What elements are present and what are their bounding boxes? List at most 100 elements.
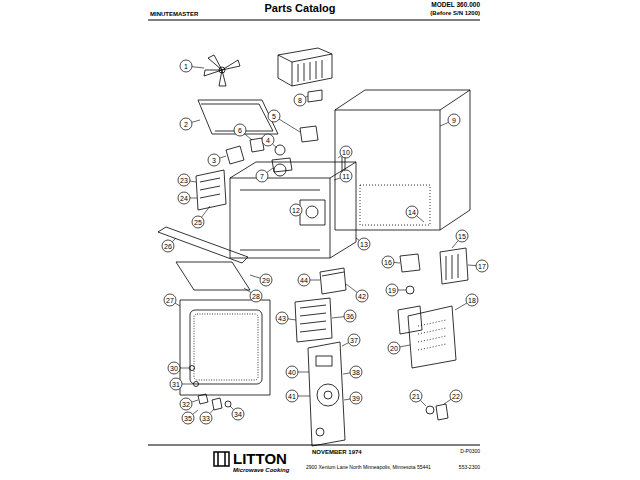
callout-number: 24	[180, 195, 188, 202]
side-panel	[196, 170, 226, 210]
callout-number: 3	[212, 157, 216, 164]
leader-line	[279, 119, 300, 132]
leader-line	[394, 262, 400, 264]
callout-number: 5	[272, 113, 276, 120]
callout-circle	[456, 230, 468, 242]
callout-circle	[256, 170, 268, 182]
callout-circle	[406, 206, 418, 218]
leader-line	[332, 317, 344, 318]
callout-circle	[200, 412, 212, 424]
callout-number: 39	[352, 395, 360, 402]
company-address: 2900 Xenium Lane North Minneapolis, Minn…	[306, 465, 431, 470]
callout-number: 13	[360, 241, 368, 248]
leader-line	[310, 280, 320, 281]
leader-line	[192, 400, 198, 402]
callout-circle	[358, 238, 370, 250]
transformer	[278, 48, 332, 86]
callout-circle	[386, 284, 398, 296]
callout-number: 32	[182, 401, 190, 408]
callout-circle	[168, 362, 180, 374]
callout-circle	[476, 260, 488, 272]
control-panel	[308, 342, 345, 446]
callout-circle	[170, 378, 182, 390]
leader-line	[190, 198, 197, 199]
leader-line	[398, 290, 406, 291]
callout-circle	[262, 134, 274, 146]
callout-circle	[162, 240, 174, 252]
leader-line	[182, 384, 193, 385]
callout-circle	[208, 154, 220, 166]
callout-number: 31	[172, 381, 180, 388]
leader-line	[400, 345, 410, 347]
callout-circle	[448, 114, 460, 126]
callout-number: 42	[358, 293, 366, 300]
leader-line	[342, 343, 349, 346]
model-number: MODEL 360.000	[431, 2, 480, 9]
leader-line	[272, 144, 277, 148]
leader-line	[202, 206, 210, 217]
callout-circle	[178, 192, 190, 204]
callout-number: 43	[278, 315, 286, 322]
leader-line	[338, 156, 341, 158]
callout-circle	[340, 146, 352, 158]
callout-circle	[410, 390, 422, 402]
callout-number: 37	[350, 337, 358, 344]
callout-circle	[180, 398, 192, 410]
litton-logo-mark	[214, 452, 229, 466]
magnetron	[295, 298, 332, 342]
callout-circle	[356, 290, 368, 302]
callout-circle	[298, 274, 310, 286]
callout-number: 34	[234, 411, 242, 418]
leader-line	[344, 399, 350, 400]
callout-number: 18	[468, 297, 476, 304]
leader-line	[455, 303, 467, 310]
callout-number: 2	[184, 121, 188, 128]
door-bar	[158, 227, 248, 263]
switch-parts	[398, 254, 422, 334]
leader-line	[356, 238, 359, 240]
callout-number: 44	[300, 277, 308, 284]
callout-number: 12	[292, 207, 300, 214]
callout-number: 28	[252, 293, 260, 300]
leader-line	[444, 399, 451, 404]
callout-circle	[286, 366, 298, 378]
leader-line	[346, 284, 357, 292]
leader-line	[334, 178, 340, 180]
serial-note: (Before S/N 1200)	[430, 10, 480, 16]
callout-circle	[290, 204, 302, 216]
catalog-date: NOVEMBER 1974	[312, 449, 362, 455]
callout-number: 6	[238, 127, 242, 134]
leader-line	[230, 406, 234, 410]
leader-line	[452, 241, 458, 248]
leader-line	[288, 319, 296, 320]
callout-circle	[340, 170, 352, 182]
callout-number: 16	[384, 259, 392, 266]
callout-circle	[164, 294, 176, 306]
leader-line	[244, 288, 251, 293]
callout-number: 9	[452, 117, 456, 124]
callout-circle	[350, 366, 362, 378]
callout-circle	[348, 334, 360, 346]
callout-circle	[350, 392, 362, 404]
leader-line	[245, 134, 252, 140]
oven-chassis	[230, 162, 356, 258]
callout-number: 19	[388, 287, 396, 294]
callout-number: 7	[260, 173, 264, 180]
leader-line	[250, 275, 260, 278]
catalog-title: Parts Catalog	[265, 3, 336, 14]
callout-circle	[286, 390, 298, 402]
small-parts-top	[226, 90, 322, 172]
leader-line	[267, 168, 273, 172]
leader-line	[343, 373, 350, 374]
callout-number: 20	[390, 345, 398, 352]
callout-number: 23	[180, 177, 188, 184]
callout-circle	[294, 94, 306, 106]
leader-line	[305, 96, 308, 97]
callout-number: 30	[170, 365, 178, 372]
leader-line	[417, 216, 424, 222]
callout-number: 38	[352, 369, 360, 376]
leader-line	[220, 156, 226, 158]
rear-panel	[408, 306, 456, 368]
callout-number: 41	[288, 393, 296, 400]
